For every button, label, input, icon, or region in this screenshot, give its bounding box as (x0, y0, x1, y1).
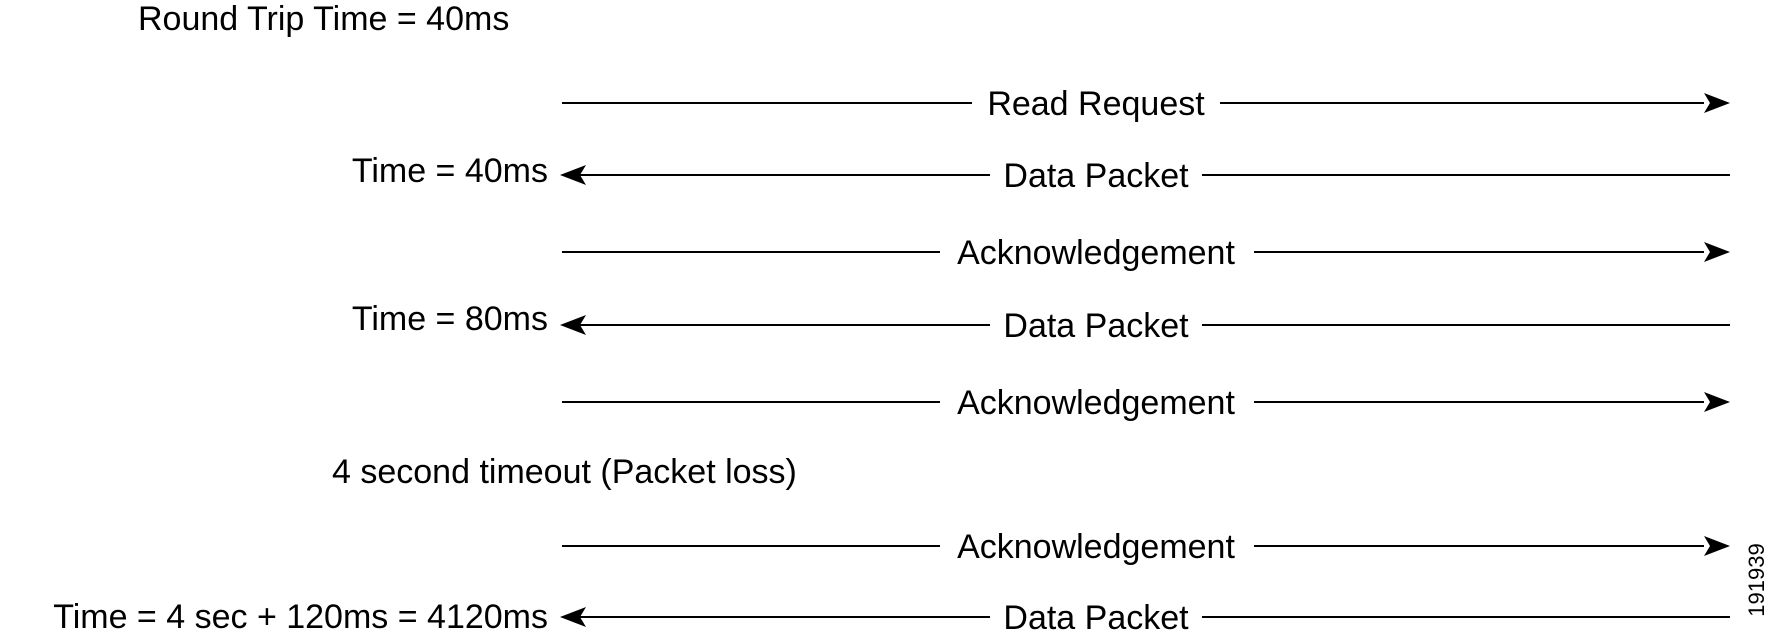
message-row: Time = 80ms Data Packet (352, 300, 1730, 345)
message-row: Time = 40ms Data Packet (352, 152, 1730, 195)
time-label: Time = 40ms (352, 152, 548, 190)
message-row: Acknowledgement (562, 528, 1730, 566)
message-label: Acknowledgement (957, 234, 1235, 272)
arrow-head-left-icon (560, 165, 586, 185)
message-label: Data Packet (1003, 599, 1189, 637)
message-label: Data Packet (1003, 307, 1189, 345)
message-row: Read Request (562, 85, 1730, 123)
timeout-note: 4 second timeout (Packet loss) (332, 453, 797, 491)
arrow-head-left-icon (560, 607, 586, 627)
time-label: Time = 80ms (352, 300, 548, 338)
arrow-head-right-icon (1704, 93, 1730, 113)
time-label: Time = 4 sec + 120ms = 4120ms (53, 598, 548, 636)
message-row: Acknowledgement (562, 234, 1730, 272)
arrow-head-right-icon (1704, 392, 1730, 412)
message-label: Acknowledgement (957, 528, 1235, 566)
diagram-title: Round Trip Time = 40ms (138, 0, 509, 38)
message-label: Read Request (987, 85, 1205, 123)
message-row: Time = 4 sec + 120ms = 4120ms Data Packe… (53, 598, 1730, 637)
arrow-head-right-icon (1704, 536, 1730, 556)
message-label: Acknowledgement (957, 384, 1235, 422)
arrow-head-right-icon (1704, 242, 1730, 262)
message-label: Data Packet (1003, 157, 1189, 195)
arrow-head-left-icon (560, 315, 586, 335)
message-row: Acknowledgement (562, 384, 1730, 422)
figure-id: 191939 (1744, 543, 1769, 616)
